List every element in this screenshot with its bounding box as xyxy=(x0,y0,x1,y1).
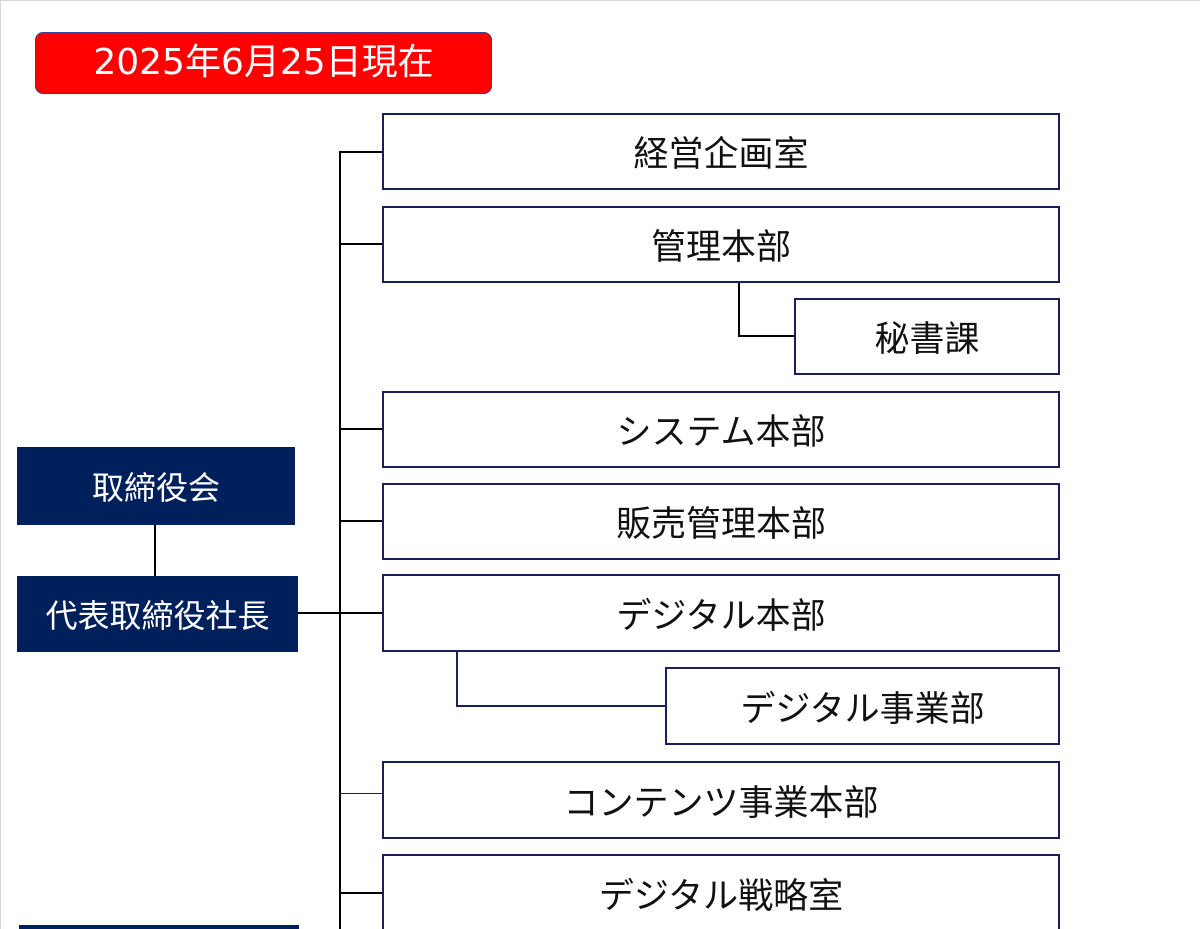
branch-connector xyxy=(339,243,383,245)
branch-connector xyxy=(339,151,383,153)
branch-connector xyxy=(339,428,383,430)
secretariat-section-box: 秘書課 xyxy=(794,298,1060,375)
sub-connector-horizontal xyxy=(738,335,795,337)
sub-connector-vertical xyxy=(456,651,458,707)
branch-connector xyxy=(339,793,383,794)
board-of-directors-box: 取締役会 xyxy=(17,447,295,525)
branch-connector xyxy=(339,520,383,522)
management-planning-office-box: 経営企画室 xyxy=(382,113,1060,190)
as-of-date-badge: 2025年6月25日現在 xyxy=(35,32,492,94)
branch-connector xyxy=(339,612,383,614)
sub-connector-vertical xyxy=(738,282,740,337)
partially-visible-box xyxy=(19,925,299,929)
administration-division-box: 管理本部 xyxy=(382,206,1060,283)
main-trunk-line xyxy=(339,151,341,929)
system-division-box: システム本部 xyxy=(382,391,1060,468)
digital-strategy-office-box: デジタル戦略室 xyxy=(382,854,1060,929)
connector-board-to-president xyxy=(154,525,156,576)
sub-connector-horizontal xyxy=(456,705,666,707)
digital-division-box: デジタル本部 xyxy=(382,574,1060,652)
president-ceo-box: 代表取締役社長 xyxy=(17,576,298,652)
branch-connector xyxy=(339,892,383,894)
connector-president-to-trunk xyxy=(298,612,340,614)
content-business-division-box: コンテンツ事業本部 xyxy=(382,761,1060,839)
digital-business-department-box: デジタル事業部 xyxy=(665,667,1060,745)
sales-management-division-box: 販売管理本部 xyxy=(382,483,1060,560)
